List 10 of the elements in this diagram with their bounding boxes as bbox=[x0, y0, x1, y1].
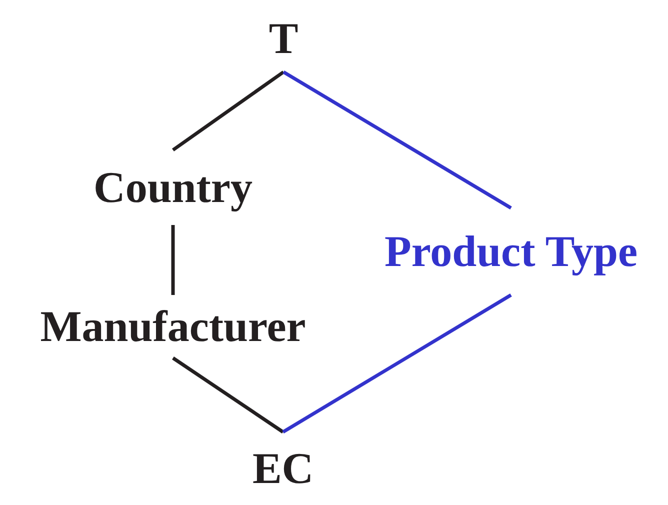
connector-line bbox=[282, 70, 512, 210]
node-label: Product Type bbox=[384, 226, 638, 277]
node-label: T bbox=[268, 13, 298, 64]
node-label: Manufacturer bbox=[40, 301, 306, 352]
connector-line bbox=[282, 294, 512, 434]
node-label: Country bbox=[94, 162, 252, 213]
connector-line bbox=[172, 356, 284, 434]
connector-line bbox=[171, 225, 175, 295]
connector-line bbox=[172, 70, 284, 152]
node-label: EC bbox=[252, 443, 314, 494]
